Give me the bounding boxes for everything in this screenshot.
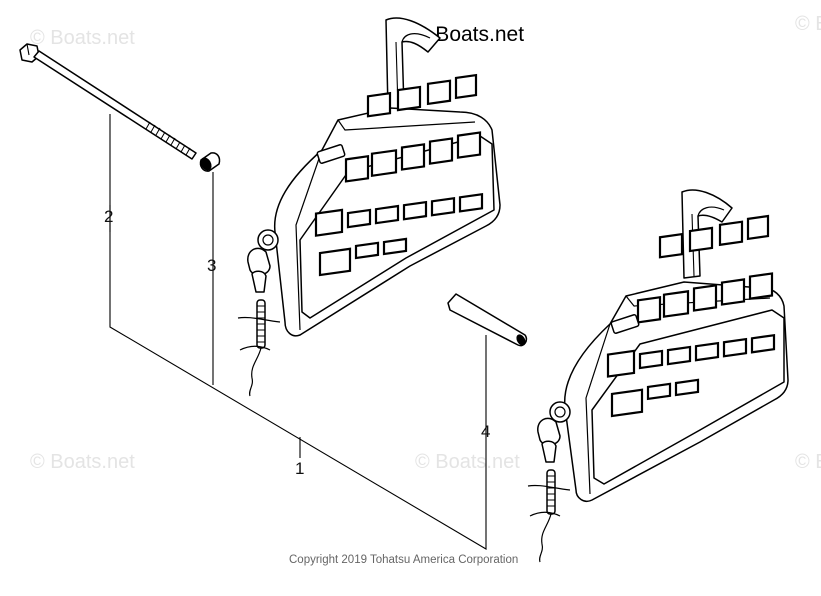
leader-lines — [109, 114, 487, 550]
callout-3: 3 — [207, 256, 216, 275]
remote-control-upper[interactable] — [237, 17, 501, 397]
collar-part[interactable] — [198, 152, 221, 173]
watermark-top-right: © Boats.net — [795, 13, 821, 35]
grid-cells-upper — [314, 73, 484, 277]
callout-2: 2 — [104, 207, 113, 226]
watermark-main: © Boats.net — [414, 23, 524, 46]
copyright-notice: Copyright 2019 Tohatsu America Corporati… — [289, 554, 518, 566]
watermark-top-left: © Boats.net — [30, 27, 135, 49]
watermark-bottom-center: © Boats.net — [415, 451, 520, 473]
remote-control-lower[interactable] — [527, 189, 789, 563]
grid-cells-lower — [606, 214, 776, 418]
callout-4: 4 — [481, 422, 490, 441]
pin-part[interactable] — [447, 293, 528, 347]
watermark-bottom-right: © Boats.net — [795, 451, 821, 473]
watermark-bottom-left: © Boats.net — [30, 451, 135, 473]
callout-1: 1 — [295, 459, 304, 478]
bolt-part[interactable] — [19, 43, 197, 160]
